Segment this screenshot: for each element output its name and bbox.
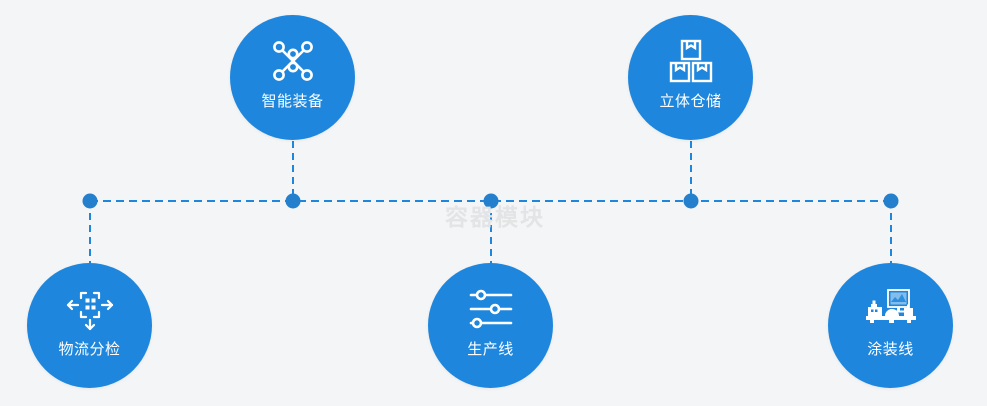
junction-dot-3[interactable]: [483, 193, 499, 209]
watermark-text: 容器模块: [445, 204, 545, 230]
node-label: 生产线: [467, 341, 514, 358]
sorting-arrows-icon: [65, 286, 115, 332]
node-shengchan[interactable]: 生产线: [428, 263, 553, 388]
junction-dot-4[interactable]: [683, 193, 699, 209]
node-label: 智能装备: [261, 93, 324, 110]
node-zhineng[interactable]: 智能装备: [230, 15, 355, 140]
stacked-boxes-icon: [666, 38, 716, 84]
sliders-icon: [466, 286, 516, 332]
node-litikc[interactable]: 立体仓储: [628, 15, 753, 140]
node-wuliu[interactable]: 物流分检: [27, 263, 152, 388]
node-label: 物流分检: [58, 341, 121, 358]
junction-dot-1[interactable]: [82, 193, 98, 209]
node-label: 涂装线: [867, 341, 914, 358]
node-tuzhuang[interactable]: 涂装线: [828, 263, 953, 388]
junction-dot-2[interactable]: [285, 193, 301, 209]
factory-monitor-icon: [865, 286, 916, 332]
junction-dot-5[interactable]: [883, 193, 899, 209]
node-label: 立体仓储: [659, 93, 722, 110]
network-nodes-icon: [268, 38, 318, 84]
